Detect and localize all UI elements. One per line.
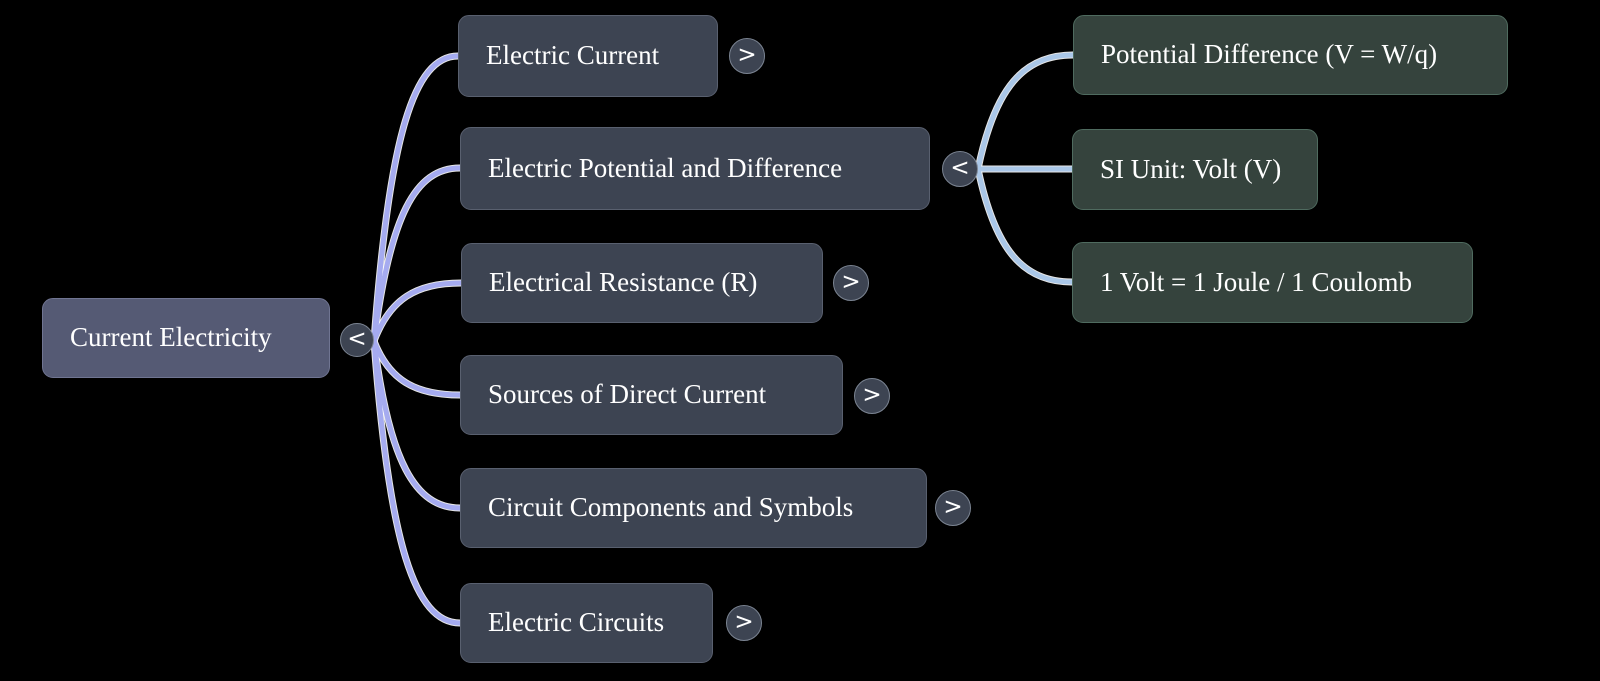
node-label: Electric Circuits	[488, 607, 665, 638]
node-label: Sources of Direct Current	[488, 379, 767, 410]
node-electrical-resistance[interactable]: Electrical Resistance (R)	[461, 243, 823, 323]
node-current-electricity[interactable]: Current Electricity	[42, 298, 330, 378]
expand-button-circuit-components-and-symbols[interactable]: >	[935, 490, 971, 526]
edge-root-to-sources-of-direct-current	[371, 338, 463, 398]
node-electric-circuits[interactable]: Electric Circuits	[460, 583, 713, 663]
expand-button-electric-circuits[interactable]: >	[726, 605, 762, 641]
node-label: Electric Current	[486, 40, 660, 71]
node-label: Circuit Components and Symbols	[488, 492, 854, 523]
node-si-unit-volt[interactable]: SI Unit: Volt (V)	[1072, 129, 1318, 210]
collapse-button-electric-potential-and-difference[interactable]: <	[942, 151, 978, 187]
collapse-button-current-electricity[interactable]: <	[340, 323, 374, 357]
edge-root-to-electric-potential	[371, 165, 463, 344]
edge-root-to-electric-current	[371, 53, 461, 344]
edge-root-to-electrical-resistance	[371, 280, 464, 344]
node-volt-definition[interactable]: 1 Volt = 1 Joule / 1 Coulomb	[1072, 242, 1473, 323]
edge-potential-to-volt-definition	[975, 166, 1075, 285]
expand-button-electrical-resistance[interactable]: >	[833, 265, 869, 301]
edge-potential-to-potential-difference	[975, 52, 1076, 172]
node-label: Electric Potential and Difference	[488, 152, 843, 183]
node-label: Electrical Resistance (R)	[489, 267, 758, 298]
node-label: SI Unit: Volt (V)	[1100, 153, 1282, 184]
node-label: Current Electricity	[70, 322, 272, 353]
node-electric-current[interactable]: Electric Current	[458, 15, 718, 97]
node-label: 1 Volt = 1 Joule / 1 Coulomb	[1100, 266, 1413, 297]
node-potential-difference-formula[interactable]: Potential Difference (V = W/q)	[1073, 15, 1508, 95]
edge-root-to-electric-circuits	[371, 338, 463, 626]
node-sources-of-direct-current[interactable]: Sources of Direct Current	[460, 355, 843, 435]
node-label: Potential Difference (V = W/q)	[1101, 39, 1438, 70]
expand-button-electric-current[interactable]: >	[729, 38, 765, 74]
expand-button-sources-of-direct-current[interactable]: >	[854, 378, 890, 414]
edge-root-to-circuit-components	[371, 338, 463, 511]
node-electric-potential-and-difference[interactable]: Electric Potential and Difference	[460, 127, 930, 210]
node-circuit-components-and-symbols[interactable]: Circuit Components and Symbols	[460, 468, 927, 548]
